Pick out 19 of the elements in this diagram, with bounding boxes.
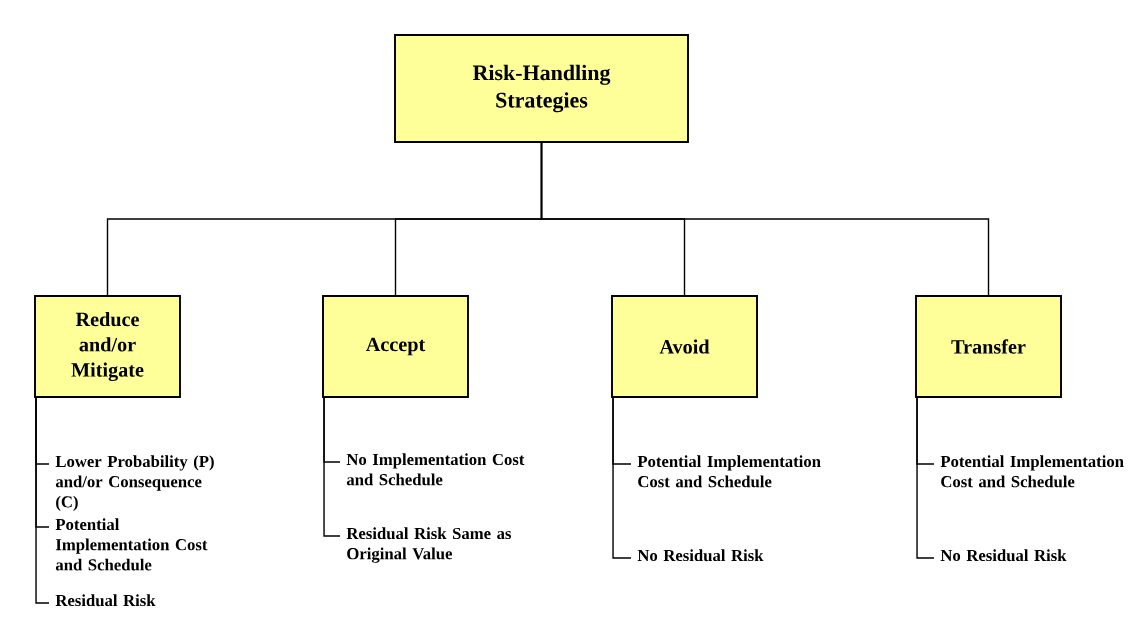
bullet-text: Lower Probability (P) and/or Consequence (C)	[55, 455, 214, 511]
bullet-text: Potential Implementation Cost and Schedule	[940, 455, 1124, 488]
leader-line	[323, 397, 341, 537]
bullet-text: No Residual Risk	[940, 549, 1067, 562]
bullet-text: Potential Implementation Cost and Schedule	[637, 455, 821, 488]
connector-line	[540, 142, 990, 296]
bullet-text: No Residual Risk	[637, 549, 764, 562]
leader-line	[916, 397, 935, 559]
bullet-text: Residual Risk	[55, 594, 156, 607]
strategy-box: Risk-Handling Strategies	[394, 34, 689, 143]
bullet-text: Residual Risk Same as Original Value	[346, 527, 512, 563]
strategy-box: Accept	[322, 295, 469, 398]
bullet-text: No Implementation Cost and Schedule	[346, 453, 525, 486]
leader-line	[612, 397, 632, 559]
strategy-box: Reduce and/or Mitigate	[34, 295, 181, 398]
strategy-box: Avoid	[611, 295, 758, 398]
leader-line	[35, 397, 50, 604]
bullet-text: Potential Implementation Cost and Schedule	[55, 518, 208, 571]
strategy-box: Transfer	[915, 295, 1062, 398]
